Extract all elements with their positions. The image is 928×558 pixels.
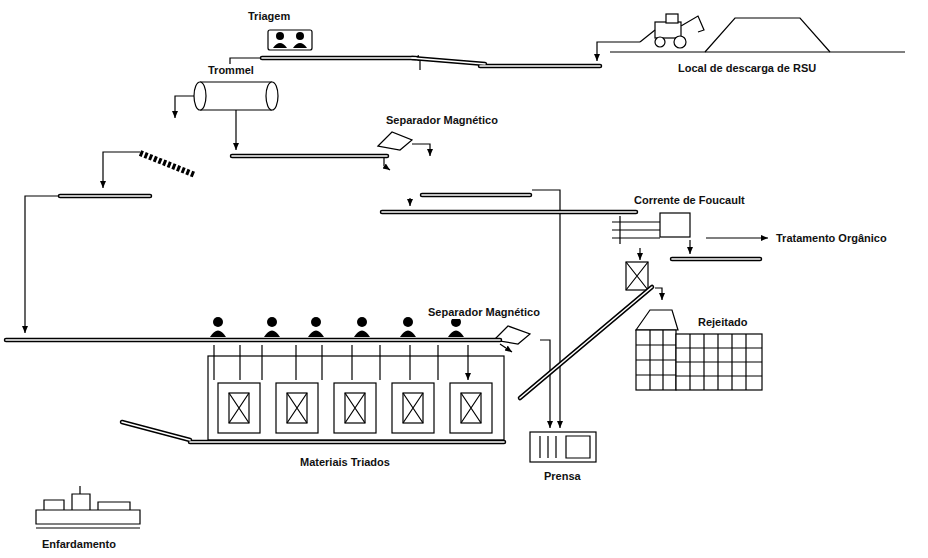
belt-inner: [232, 155, 387, 157]
equipment-label: Separador Magnético: [384, 114, 500, 127]
belt-inner: [422, 194, 530, 196]
belt-inner: [122, 422, 190, 440]
station-label: Triagem: [246, 10, 292, 23]
belt-inner: [190, 441, 504, 443]
belt-inner: [262, 57, 416, 59]
equipment-label: Separador Magnético: [426, 306, 542, 319]
equipment-label: Enfardamento: [40, 538, 118, 551]
equipment-label: Trommel: [206, 64, 256, 77]
equipment-label: Prensa: [542, 470, 583, 483]
belt-inner: [480, 65, 600, 67]
belt-inner: [60, 195, 150, 197]
belt-inner: [520, 287, 652, 398]
output-label: Rejeitado: [696, 316, 750, 329]
area-label: Local de descarga de RSU: [676, 62, 818, 75]
belt-inner: [672, 258, 760, 260]
belt-inner: [412, 58, 485, 64]
output-label: Tratamento Orgânico: [774, 232, 889, 245]
belt-inner: [6, 339, 500, 341]
area-label: Materiais Triados: [298, 456, 392, 469]
equipment-label: Corrente de Foucault: [632, 194, 747, 207]
belt-inner: [382, 211, 636, 213]
